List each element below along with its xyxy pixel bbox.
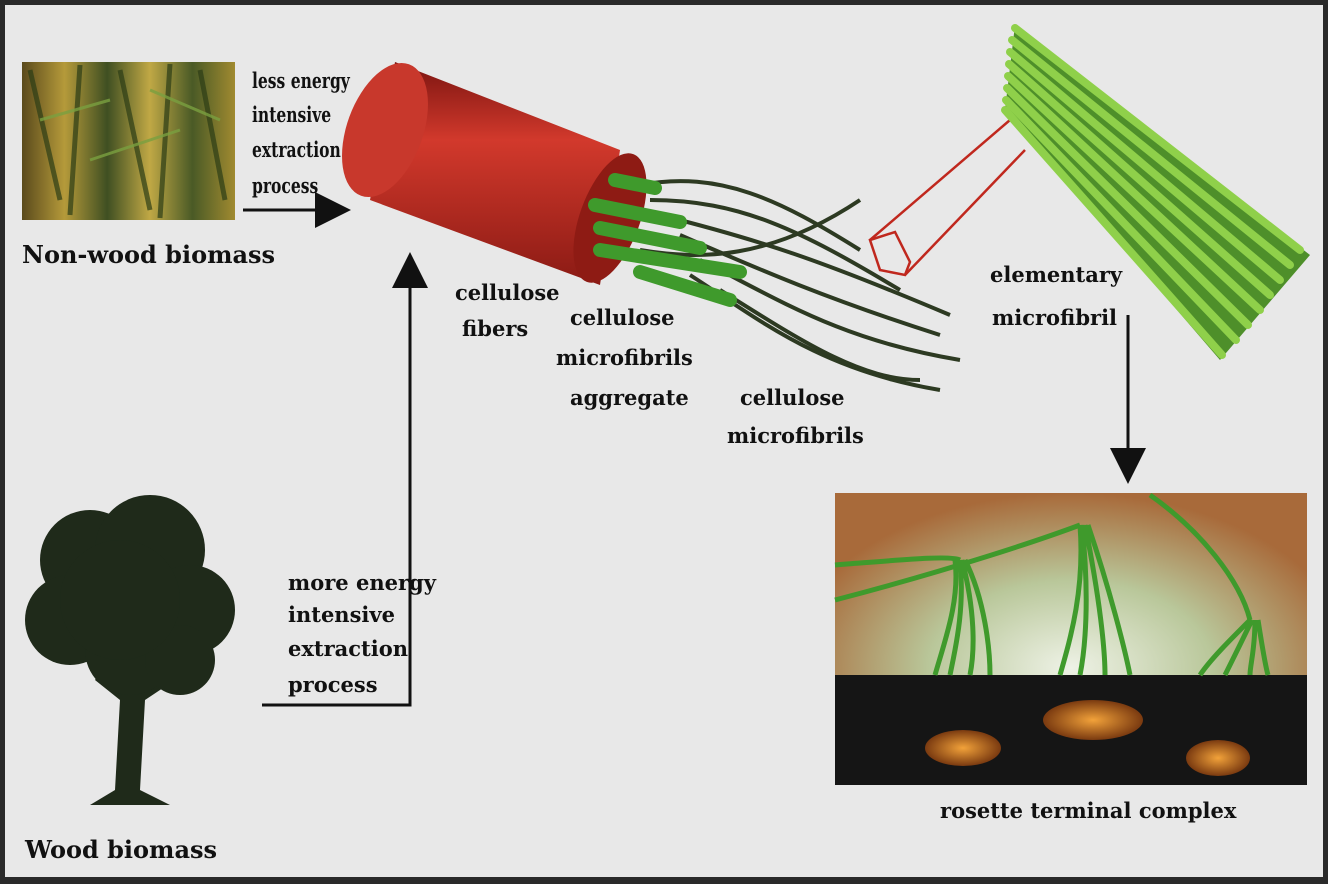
- label-wood-biomass: Wood biomass: [24, 835, 217, 864]
- label-less-energy: less energy intensive extraction process: [252, 70, 355, 199]
- arrow-wood: [262, 252, 428, 707]
- zoom-box: [868, 119, 1026, 277]
- label-cellulose-fibers: cellulose fibers: [455, 280, 567, 341]
- label-more-energy: more energy intensive extraction process: [288, 570, 443, 697]
- non-wood-biomass-image: [22, 62, 235, 220]
- rosette-terminal-complex-image: [834, 492, 1307, 785]
- tree-icon: [25, 495, 235, 805]
- label-rosette-terminal-complex: rosette terminal complex: [940, 798, 1237, 823]
- label-cellulose-microfibrils: cellulose microfibrils: [727, 385, 864, 448]
- elementary-microfibril-bundle: [1001, 24, 1310, 360]
- label-non-wood-biomass: Non-wood biomass: [22, 240, 275, 269]
- label-less-energy-group: less energy intensive extraction process: [252, 70, 355, 199]
- label-microfibrils-aggregate: cellulose microfibrils aggregate: [556, 305, 700, 410]
- microfibril-aggregates: [588, 173, 747, 307]
- label-elementary-microfibril: elementary microfibril: [990, 262, 1129, 330]
